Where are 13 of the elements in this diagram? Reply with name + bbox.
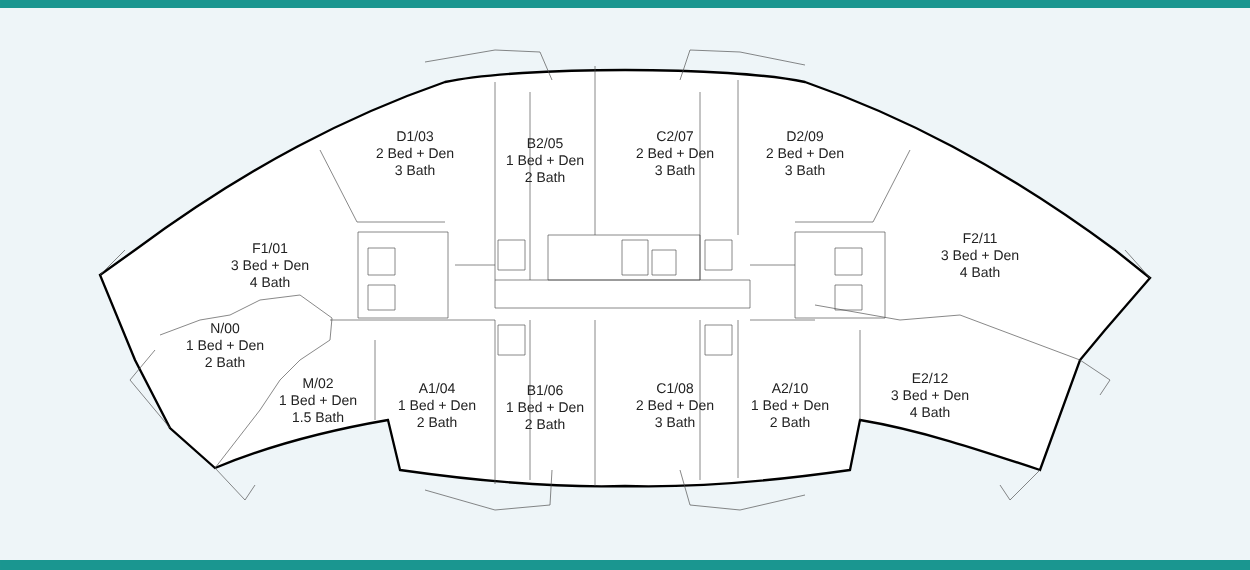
unit-label: F1/01 3 Bed + Den 4 Bath xyxy=(231,242,309,288)
unit-label: C2/07 2 Bed + Den 3 Bath xyxy=(636,130,714,176)
unit-label: E2/12 3 Bed + Den 4 Bath xyxy=(891,372,969,418)
unit-label: F2/11 3 Bed + Den 4 Bath xyxy=(941,232,1019,278)
unit-label: D1/03 2 Bed + Den 3 Bath xyxy=(376,130,454,176)
unit-label: A1/04 1 Bed + Den 2 Bath xyxy=(398,382,476,428)
unit-label: C1/08 2 Bed + Den 3 Bath xyxy=(636,382,714,428)
unit-label: B1/06 1 Bed + Den 2 Bath xyxy=(506,384,584,430)
unit-label: N/00 1 Bed + Den 2 Bath xyxy=(186,322,264,368)
unit-label: A2/10 1 Bed + Den 2 Bath xyxy=(751,382,829,428)
unit-label: B2/05 1 Bed + Den 2 Bath xyxy=(506,137,584,183)
unit-label: M/02 1 Bed + Den 1.5 Bath xyxy=(279,377,357,423)
unit-label: D2/09 2 Bed + Den 3 Bath xyxy=(766,130,844,176)
